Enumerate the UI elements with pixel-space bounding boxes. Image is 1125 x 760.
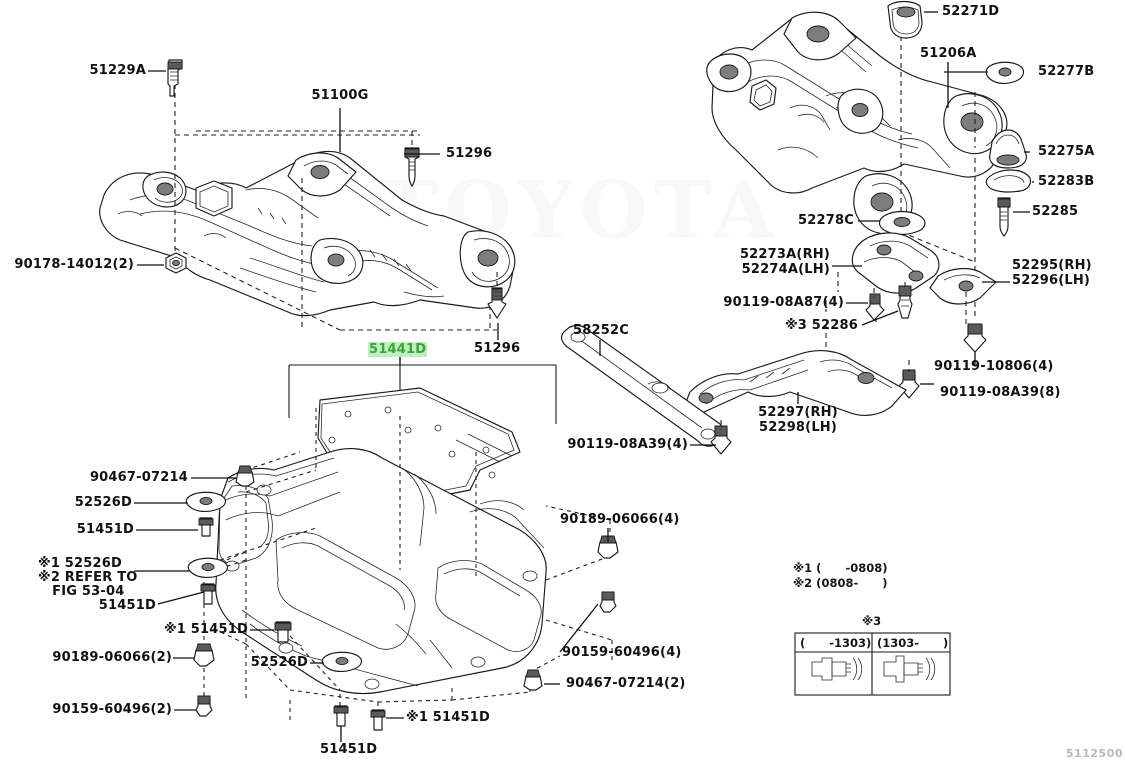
rear-suspension-member-art bbox=[706, 11, 1008, 235]
label-90119-10806: 90119-10806(4) bbox=[934, 359, 1054, 374]
engine-undercover-art bbox=[215, 448, 547, 695]
label-51229a: 51229A bbox=[89, 63, 146, 78]
rear-fasteners-art bbox=[560, 0, 1032, 455]
label-fig-53-04: FIG 53-04 bbox=[38, 584, 125, 599]
label-51441d-highlighted: 51441D bbox=[368, 342, 428, 357]
label-90119-08a39-8: 90119-08A39(8) bbox=[940, 385, 1061, 400]
label-52296-lh: 52296(LH) bbox=[1012, 273, 1091, 288]
label-51451d-a: 51451D bbox=[76, 522, 134, 537]
label-52275a: 52275A bbox=[1038, 144, 1095, 159]
label-90189-06066-4: 90189-06066(4) bbox=[560, 512, 680, 527]
label-90119-08a39-4: 90119-08A39(4) bbox=[567, 437, 688, 452]
legend-note-1: ※1 ( -0808) bbox=[793, 561, 888, 575]
legend-col-1: ( -1303) bbox=[800, 636, 872, 650]
label-90159-60496-4: 90159-60496(4) bbox=[562, 645, 682, 660]
label-52297-rh: 52297(RH) bbox=[758, 405, 838, 420]
label-52285: 52285 bbox=[1032, 204, 1079, 219]
leader-lines bbox=[134, 11, 1034, 742]
label-52273a-rh: 52273A(RH) bbox=[739, 247, 830, 262]
legend-col-2: (1303- ) bbox=[877, 636, 949, 650]
label-51451d-star: ※1 51451D bbox=[163, 622, 248, 637]
undercover-fastener-art bbox=[185, 465, 619, 731]
label-90189-06066-2: 90189-06066(2) bbox=[52, 650, 172, 665]
legend-note-3-title: ※3 bbox=[862, 614, 882, 628]
label-51100g: 51100G bbox=[311, 88, 369, 103]
label-90467-07214: 90467-07214 bbox=[89, 470, 188, 485]
label-51296-top: 51296 bbox=[446, 146, 493, 161]
label-52526d-note1: ※1 52526D bbox=[38, 556, 123, 571]
label-90178-14012: 90178-14012(2) bbox=[14, 257, 134, 272]
label-51206a: 51206A bbox=[920, 46, 977, 61]
legend-box-art bbox=[794, 632, 951, 696]
label-52298-lh: 52298(LH) bbox=[758, 420, 838, 435]
front-crossmember-art bbox=[99, 150, 516, 317]
bolt-51296-lower-art bbox=[487, 287, 507, 319]
label-90119-08a87: 90119-08A87(4) bbox=[723, 295, 844, 310]
label-90159-60496-2: 90159-60496(2) bbox=[52, 702, 172, 717]
nut-90178-art bbox=[165, 252, 187, 274]
label-52274a-lh: 52274A(LH) bbox=[741, 262, 830, 277]
label-52277b: 52277B bbox=[1038, 64, 1095, 79]
label-52295-rh: 52295(RH) bbox=[1012, 258, 1092, 273]
label-52286: ※3 52286 bbox=[784, 318, 858, 333]
bolt-51229a-art bbox=[167, 59, 183, 97]
label-51451d-b: 51451D bbox=[98, 598, 156, 613]
label-52526d-a: 52526D bbox=[74, 495, 132, 510]
label-51451d-c: 51451D bbox=[320, 742, 378, 757]
label-52278c: 52278C bbox=[798, 213, 854, 228]
label-52526d-b: 52526D bbox=[250, 655, 308, 670]
front-crossmember-guides bbox=[174, 75, 498, 331]
label-90467-07214-2: 90467-07214(2) bbox=[566, 676, 686, 691]
legend-note-2: ※2 (0808- ) bbox=[793, 576, 888, 590]
label-52271d: 52271D bbox=[942, 4, 1000, 19]
diagram-corner-id: 5112500 bbox=[1065, 747, 1123, 760]
label-refer-to-fig: ※2 REFER TO bbox=[38, 570, 138, 585]
label-51296-bottom: 51296 bbox=[474, 341, 521, 356]
label-52283b: 52283B bbox=[1038, 174, 1095, 189]
label-51451d-star2: ※1 51451D bbox=[406, 710, 491, 725]
bolt-51296-upper-art bbox=[404, 147, 420, 187]
rear-lower-guides bbox=[720, 282, 967, 430]
label-58252c: 58252C bbox=[573, 323, 629, 338]
